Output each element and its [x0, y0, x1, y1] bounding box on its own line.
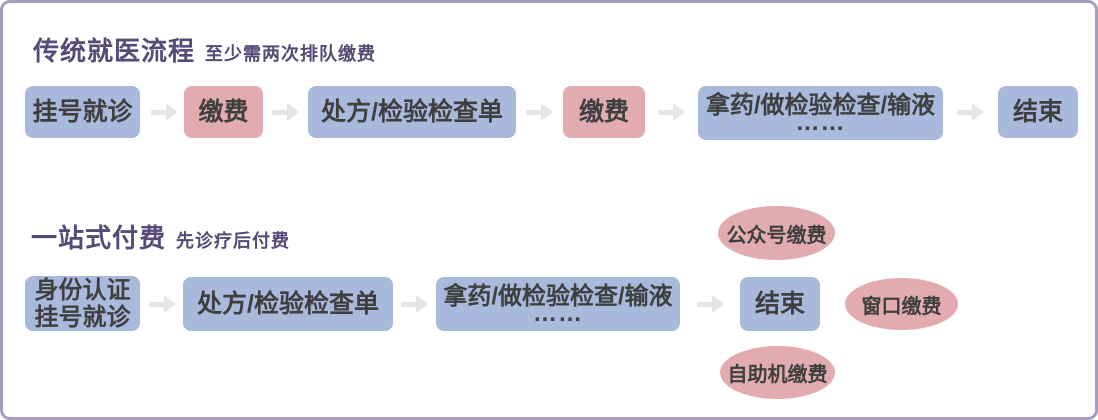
step-register: 挂号就诊 — [25, 86, 140, 138]
step-label: 挂号就诊 — [32, 98, 133, 126]
arrow-right-icon — [647, 86, 696, 138]
arrow-stem — [658, 109, 674, 115]
step-label: 拿药/做检验检查/输液 — [705, 92, 936, 120]
arrow-stem — [526, 109, 542, 115]
step-label-line1: 身份认证 — [34, 276, 131, 304]
arrow-head — [287, 103, 299, 121]
arrow-stem — [401, 301, 417, 307]
arrow-stem — [150, 109, 167, 115]
arrow-head — [164, 295, 176, 313]
step-end: 结束 — [998, 86, 1078, 138]
payment-option-wechat: 公众号缴费 — [718, 206, 835, 260]
payment-option-window: 窗口缴费 — [845, 278, 958, 330]
arrow-right-icon — [518, 86, 561, 138]
step-label: 处方/检验检查单 — [321, 98, 503, 126]
arrow-stem — [149, 301, 165, 307]
arrow-stem — [696, 301, 713, 307]
step-end-onestop: 结束 — [740, 277, 820, 331]
ellipsis-dots: …… — [796, 120, 846, 133]
step-medicine-onestop: 拿药/做检验检查/输液 …… — [436, 277, 680, 331]
step-label: 结束 — [1012, 98, 1063, 126]
ellipsis-dots: …… — [533, 311, 583, 324]
step-prescription-onestop: 处方/检验检查单 — [183, 277, 393, 331]
arrow-head — [416, 295, 428, 313]
section-title: 传统就医流程 — [33, 36, 196, 66]
section-subtitle: 至少需两次排队缴费 — [205, 44, 377, 64]
arrow-stem — [957, 109, 973, 115]
payment-label: 自助机缴费 — [727, 364, 828, 386]
arrow-right-icon — [945, 86, 996, 138]
step-label: 拿药/做检验检查/输液 — [443, 283, 673, 311]
step-label-line2: 挂号就诊 — [34, 303, 131, 331]
arrow-right-icon — [395, 277, 434, 331]
payment-label: 公众号缴费 — [726, 224, 827, 247]
traditional-flow-title: 传统就医流程 至少需两次排队缴费 — [33, 31, 376, 68]
section-subtitle: 先诊疗后付费 — [176, 231, 291, 251]
arrow-right-icon — [682, 277, 738, 331]
arrow-head — [673, 103, 685, 121]
step-pay-1: 缴费 — [184, 86, 263, 138]
arrow-head — [165, 103, 178, 121]
arrow-head — [972, 103, 984, 121]
step-label: 缴费 — [198, 98, 249, 126]
step-identity-register: 身份认证 挂号就诊 — [25, 276, 140, 331]
arrow-right-icon — [144, 86, 184, 138]
step-pay-2: 缴费 — [563, 86, 645, 138]
step-label: 缴费 — [578, 98, 629, 126]
arrow-right-icon — [142, 277, 183, 331]
step-label: 处方/检验检查单 — [197, 290, 379, 318]
step-prescription: 处方/检验检查单 — [308, 86, 516, 138]
section-title: 一站式付费 — [31, 223, 167, 253]
payment-label: 窗口缴费 — [861, 295, 942, 318]
arrow-stem — [272, 109, 288, 115]
onestop-flow-title: 一站式付费 先诊疗后付费 — [31, 218, 290, 255]
payment-option-kiosk: 自助机缴费 — [720, 346, 835, 399]
step-label: 结束 — [754, 290, 805, 318]
step-medicine: 拿药/做检验检查/输液 …… — [698, 86, 943, 140]
arrow-head — [711, 295, 724, 313]
arrow-right-icon — [265, 86, 306, 138]
arrow-head — [541, 103, 553, 121]
